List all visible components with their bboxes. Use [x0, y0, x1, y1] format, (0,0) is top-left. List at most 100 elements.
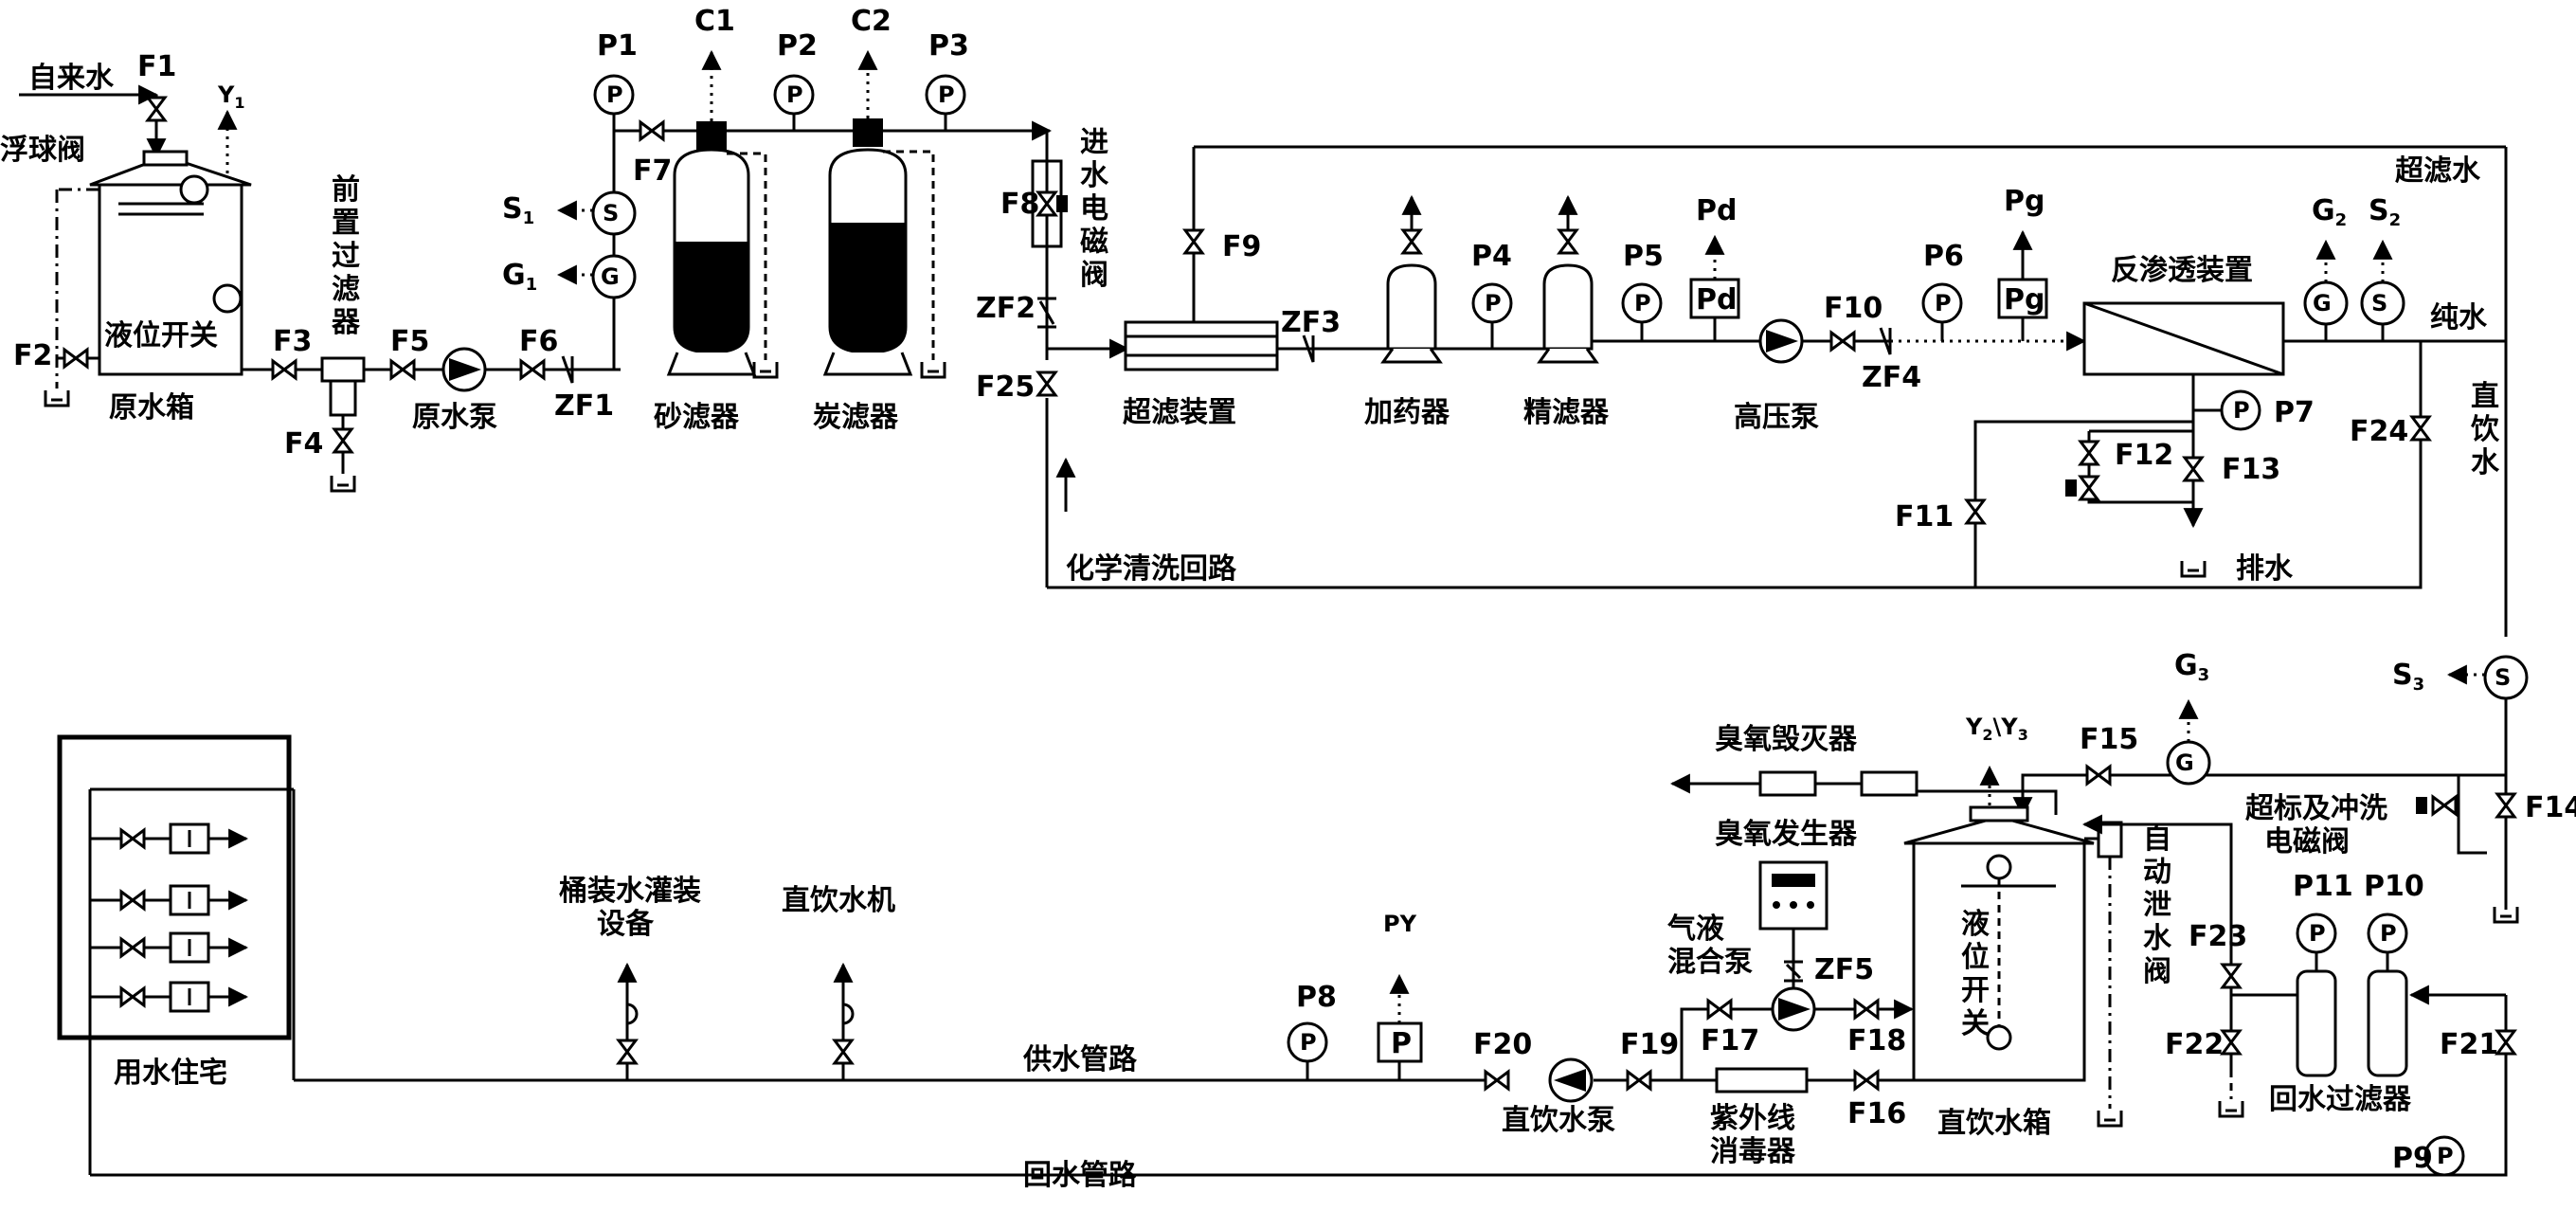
y23-tag: Y2\Y3 — [1965, 714, 2028, 744]
hp-pump-label: 高压泵 — [1734, 401, 1819, 434]
flush-solenoid-label: 超标及冲洗 电磁阀 — [2245, 792, 2387, 859]
fine-filter-label: 精滤器 — [1523, 396, 1610, 429]
residence-outlet-2[interactable] — [90, 884, 249, 916]
f21-tag: F21 — [2440, 1028, 2498, 1061]
svg-text:Pd: Pd — [1696, 283, 1737, 316]
valve-f25[interactable] — [1036, 371, 1057, 397]
valve-f1[interactable] — [146, 96, 167, 122]
c2-tag: C2 — [851, 5, 892, 38]
valve-f21[interactable] — [2495, 1029, 2516, 1056]
float-ball — [179, 174, 209, 205]
uv-sterilizer — [1715, 1067, 1809, 1094]
svg-text:P: P — [2437, 1143, 2454, 1169]
f12-tag: F12 — [2115, 439, 2173, 472]
feed-to-tank — [2012, 773, 2506, 818]
valve-f23[interactable] — [2221, 963, 2242, 989]
flush-solenoid[interactable] — [2431, 795, 2458, 816]
drain-return — [2218, 1099, 2244, 1118]
level-switch-ball — [212, 283, 243, 314]
level-switch-label: 液位开关 — [104, 319, 218, 352]
pd-meter — [1689, 278, 1740, 319]
chem-clean-pipe — [1047, 417, 2423, 589]
sand-filter-valve — [696, 121, 727, 150]
valve-f12[interactable] — [2079, 440, 2099, 466]
s2-tag: S2 — [2369, 194, 2401, 230]
svg-text:混合泵: 混合泵 — [1667, 946, 1753, 979]
ozone-destroyer-label: 臭氧毁灭器 — [1715, 723, 1858, 756]
f16-tag: F16 — [1847, 1097, 1906, 1130]
zf1-tag: ZF1 — [554, 389, 614, 423]
valve-f5[interactable] — [389, 359, 416, 380]
svg-text:G: G — [601, 263, 620, 290]
residence-box — [57, 734, 292, 1040]
barrel-valve[interactable] — [617, 1039, 638, 1065]
valve-f19[interactable] — [1626, 1070, 1652, 1091]
barrel-filler-label: 桶装水灌装 设备 — [559, 875, 701, 941]
f8-tag: F8 — [1000, 188, 1039, 221]
g3-tag: G3 — [2174, 649, 2209, 685]
zf4-tag: ZF4 — [1862, 361, 1921, 394]
pg-tag: Pg — [2004, 185, 2045, 218]
check-zf3 — [1302, 334, 1315, 363]
valve-f9[interactable] — [1183, 228, 1204, 255]
valve-f17[interactable] — [1706, 999, 1733, 1020]
f20-tag: F20 — [1473, 1028, 1532, 1061]
solenoid-f12[interactable] — [2079, 475, 2099, 501]
direct-tank-section: S S3 F14 G G3 F15 超标及冲洗 电磁阀 液 位 — [90, 649, 2576, 1177]
valve-f24[interactable] — [2410, 415, 2431, 442]
valve-f16[interactable] — [1853, 1070, 1880, 1091]
valve-f14[interactable] — [2495, 792, 2516, 819]
valve-f22[interactable] — [2221, 1029, 2242, 1056]
dosing-valve[interactable] — [1401, 228, 1422, 255]
valve-f13[interactable] — [2183, 456, 2204, 482]
p1-tag: P1 — [597, 29, 638, 63]
valve-bypass[interactable] — [639, 120, 665, 141]
raw-tank-hatch — [142, 150, 189, 167]
auto-drain-valve[interactable] — [2097, 821, 2123, 859]
direct-pump-label: 直饮水泵 — [1502, 1104, 1615, 1137]
inlet-solenoid-f8[interactable] — [1036, 190, 1057, 217]
check-zf2 — [1037, 297, 1056, 329]
residence-outlet-4[interactable] — [90, 981, 249, 1013]
raw-water-section: 自来水 F1 Y1 浮球阀 液位开关 原水箱 F2 F3 F4 — [0, 50, 621, 493]
zf5-tag: ZF5 — [1814, 953, 1874, 986]
ozone-destroyer — [1758, 770, 1817, 797]
f17-tag: F17 — [1701, 1024, 1759, 1057]
check-zf4 — [1879, 327, 1892, 355]
svg-text:电: 电 — [1080, 192, 1108, 226]
ozone-generator[interactable] — [1758, 860, 1828, 931]
p10-tag: P10 — [2364, 870, 2424, 903]
ro-label: 反渗透装置 — [2111, 254, 2253, 287]
f4-tag: F4 — [284, 427, 323, 461]
svg-text:P: P — [606, 81, 623, 108]
svg-text:电磁阀: 电磁阀 — [2264, 825, 2350, 859]
f24-tag: F24 — [2350, 415, 2408, 448]
valve-f15[interactable] — [2085, 765, 2112, 786]
pre-filter-label: 前 置 过 滤 器 — [331, 173, 361, 339]
uv-label: 紫外线 消毒器 — [1710, 1102, 1796, 1168]
uf-label: 超滤装置 — [1123, 396, 1236, 429]
valve-f11[interactable] — [1965, 498, 1986, 525]
sand-backwash — [727, 152, 767, 360]
return-pipe — [90, 995, 2508, 1177]
f14-tag: F14 — [2525, 791, 2576, 824]
svg-text:超标及冲洗: 超标及冲洗 — [2245, 792, 2387, 825]
valve-f18[interactable] — [1853, 999, 1880, 1020]
valve-f6[interactable] — [519, 359, 546, 380]
valve-f4[interactable] — [333, 427, 353, 454]
valve-f3[interactable] — [271, 359, 297, 380]
sensor-g1 — [591, 254, 637, 299]
svg-text:P: P — [1935, 290, 1952, 316]
residence-outlet-1[interactable] — [90, 822, 249, 855]
c1-tag: C1 — [694, 5, 735, 38]
uf-section: F8 进 水 电 磁 阀 ZF2 F25 超滤装置 F9 超滤水 ZF3 — [883, 126, 2506, 587]
valve-f2[interactable] — [63, 348, 89, 369]
valve-f10[interactable] — [1829, 331, 1856, 352]
valve-f20[interactable] — [1484, 1070, 1510, 1091]
chem-clean-loop: 化学清洗回路 — [1047, 417, 2423, 589]
svg-text:磁: 磁 — [1080, 226, 1108, 259]
fine-filter-vent[interactable] — [1558, 228, 1578, 255]
dispenser-valve[interactable] — [833, 1039, 854, 1065]
s1-tag: S1 — [502, 192, 534, 228]
residence-outlet-3[interactable] — [90, 931, 249, 964]
